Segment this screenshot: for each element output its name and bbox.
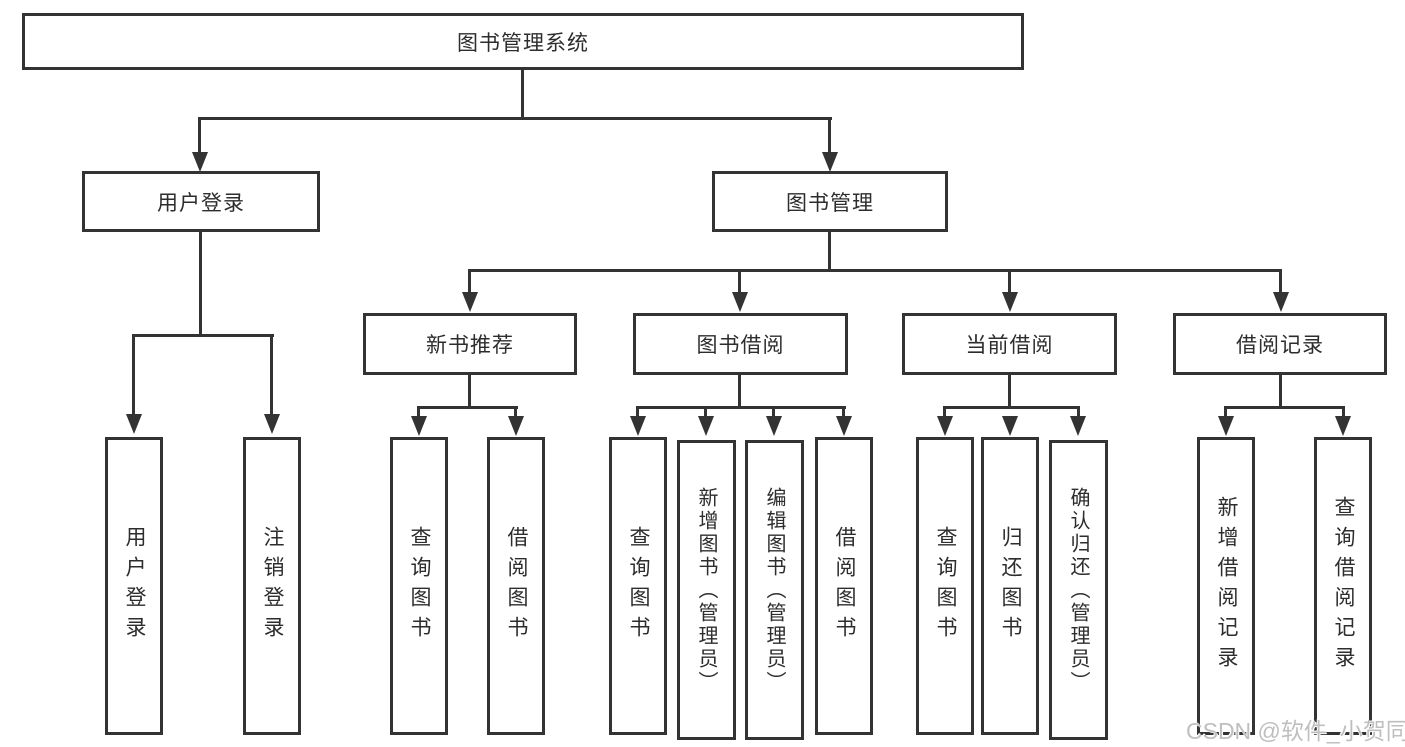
leaf-label: 查询图书 <box>934 526 957 646</box>
leaf-query-borrow-record: 查询借阅记录 <box>1314 437 1372 735</box>
node-new-book-recommend-label: 新书推荐 <box>426 334 514 357</box>
node-root-label: 图书管理系统 <box>457 31 589 55</box>
connector-line <box>417 408 420 418</box>
leaf-query-book-current: 查询图书 <box>916 437 974 735</box>
node-new-book-recommend: 新书推荐 <box>363 313 577 375</box>
arrow-down-icon <box>462 292 478 312</box>
leaf-logout-label: 注销登录 <box>261 526 284 646</box>
connector-line <box>636 406 846 409</box>
leaf-label: 归还图书 <box>999 526 1022 646</box>
arrow-down-icon <box>264 414 280 434</box>
arrow-down-icon <box>192 152 208 172</box>
connector-line <box>132 334 274 337</box>
connector-line <box>828 232 831 272</box>
leaf-user-login: 用户登录 <box>105 437 163 735</box>
connector-line <box>772 408 775 418</box>
node-borrow-records-label: 借阅记录 <box>1236 334 1324 357</box>
arrow-down-icon <box>411 416 427 436</box>
arrow-down-icon <box>126 414 142 434</box>
leaf-borrow-book-recommend: 借阅图书 <box>487 437 545 735</box>
connector-line <box>417 406 518 409</box>
node-book-borrow: 图书借阅 <box>633 313 848 375</box>
connector-line <box>1008 271 1011 294</box>
connector-line <box>738 375 741 409</box>
node-current-borrow-label: 当前借阅 <box>965 334 1054 357</box>
connector-line <box>1077 408 1080 418</box>
arrow-down-icon <box>1002 292 1018 312</box>
leaf-label: 借阅图书 <box>505 526 528 646</box>
leaf-label: 查询图书 <box>408 526 431 646</box>
arrow-down-icon <box>1273 292 1289 312</box>
connector-line <box>468 271 471 294</box>
connector-line <box>1224 408 1227 418</box>
connector-line <box>1224 406 1345 409</box>
connector-line <box>704 408 707 418</box>
arrow-down-icon <box>732 292 748 312</box>
node-user-login: 用户登录 <box>82 171 320 232</box>
leaf-label: 查询借阅记录 <box>1332 496 1355 676</box>
leaf-label: 确认归还（管理员） <box>1067 486 1089 694</box>
node-current-borrow: 当前借阅 <box>902 313 1117 375</box>
connector-line <box>842 408 845 418</box>
connector-line <box>943 406 1080 409</box>
leaf-label: 新增借阅记录 <box>1215 496 1238 676</box>
node-borrow-records: 借阅记录 <box>1173 313 1387 375</box>
leaf-label: 查询图书 <box>627 526 650 646</box>
connector-line <box>198 117 832 120</box>
leaf-logout: 注销登录 <box>243 437 301 735</box>
leaf-label: 编辑图书（管理员） <box>763 486 785 694</box>
leaf-add-borrow-record: 新增借阅记录 <box>1197 437 1255 735</box>
connector-line <box>738 271 741 294</box>
connector-line <box>636 408 639 418</box>
connector-line <box>1279 375 1282 409</box>
connector-line <box>198 119 201 153</box>
leaf-query-book-borrow: 查询图书 <box>609 437 667 735</box>
arrow-down-icon <box>836 416 852 436</box>
arrow-down-icon <box>698 416 714 436</box>
leaf-label: 新增图书（管理员） <box>695 486 717 694</box>
connector-line <box>1342 408 1345 418</box>
leaf-user-login-label: 用户登录 <box>123 526 146 646</box>
arrow-down-icon <box>630 416 646 436</box>
arrow-down-icon <box>1335 416 1351 436</box>
leaf-confirm-return-admin: 确认归还（管理员） <box>1049 440 1108 740</box>
leaf-return-book: 归还图书 <box>981 437 1039 735</box>
leaf-add-book-admin: 新增图书（管理员） <box>677 440 736 740</box>
connector-line <box>943 408 946 418</box>
connector-line <box>514 408 517 418</box>
leaf-query-book-recommend: 查询图书 <box>390 437 448 735</box>
connector-line <box>521 69 524 120</box>
node-book-management: 图书管理 <box>712 171 948 232</box>
node-book-borrow-label: 图书借阅 <box>696 334 785 357</box>
arrow-down-icon <box>766 416 782 436</box>
connector-line <box>1279 271 1282 294</box>
csdn-watermark: CSDN @软件_小贺同学 <box>1186 718 1405 744</box>
arrow-down-icon <box>937 416 953 436</box>
connector-line <box>828 119 831 153</box>
arrow-down-icon <box>1002 416 1018 436</box>
leaf-label: 借阅图书 <box>833 526 856 646</box>
connector-line <box>270 336 273 416</box>
node-root: 图书管理系统 <box>22 13 1024 70</box>
arrow-down-icon <box>508 416 524 436</box>
leaf-borrow-book: 借阅图书 <box>815 437 873 735</box>
arrow-down-icon <box>822 152 838 172</box>
leaf-edit-book-admin: 编辑图书（管理员） <box>745 440 804 740</box>
arrow-down-icon <box>1218 416 1234 436</box>
connector-line <box>199 232 202 336</box>
connector-line <box>132 336 135 416</box>
connector-line <box>468 375 471 409</box>
connector-line <box>468 269 1282 272</box>
node-book-management-label: 图书管理 <box>786 191 874 215</box>
arrow-down-icon <box>1070 416 1086 436</box>
node-user-login-label: 用户登录 <box>157 191 245 215</box>
connector-line <box>1008 375 1011 409</box>
